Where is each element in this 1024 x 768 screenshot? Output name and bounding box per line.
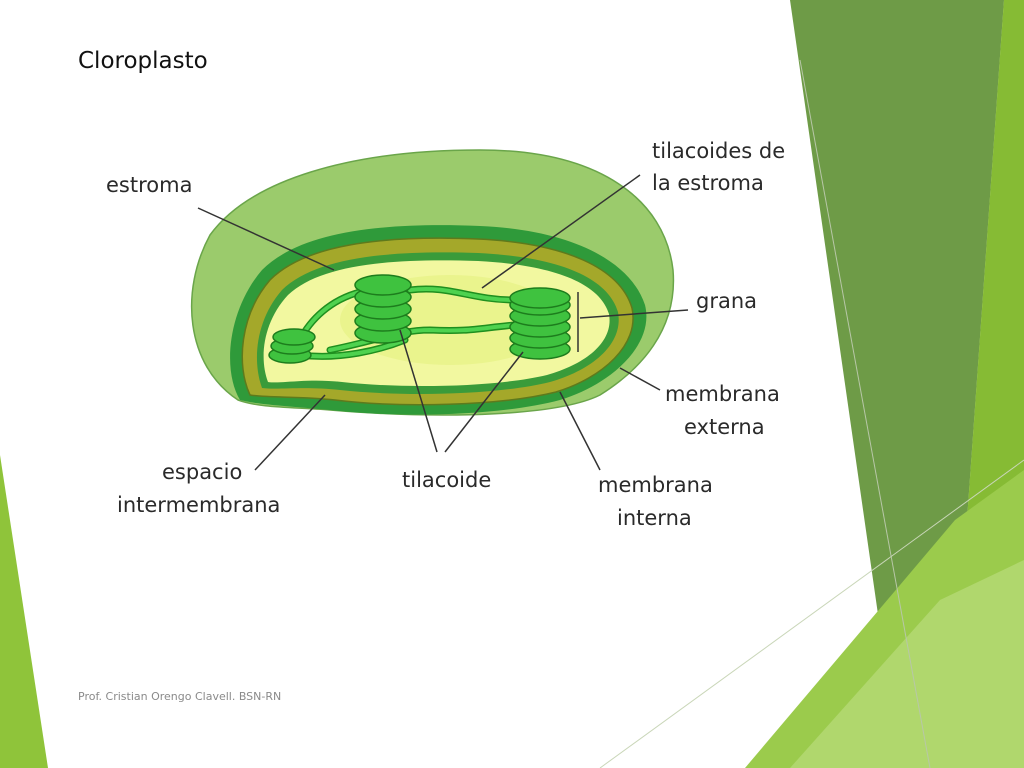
deco-thin-line <box>599 459 1024 768</box>
label-tilacoides-estroma-l2: la estroma <box>652 171 764 195</box>
label-grana: grana <box>696 289 757 313</box>
deco-thin-line <box>799 59 931 768</box>
leader-tilacoides-estroma <box>481 174 641 289</box>
granum-center <box>354 274 412 344</box>
leader-lines <box>197 174 689 471</box>
leader-espacio <box>254 394 326 471</box>
label-tilacoide: tilacoide <box>402 468 491 492</box>
label-espacio-l2: intermembrana <box>117 493 280 517</box>
leader-tilacoide-b <box>444 351 524 453</box>
label-membrana-interna-l1: membrana <box>598 473 713 497</box>
granum-right <box>509 287 571 360</box>
label-membrana-externa-l1: membrana <box>665 382 780 406</box>
label-espacio-l1: espacio <box>162 460 242 484</box>
label-membrana-externa-l2: externa <box>684 415 765 439</box>
slide-title: Cloroplasto <box>78 48 208 74</box>
leader-tilacoide-a <box>399 329 438 453</box>
leader-estroma <box>197 207 335 271</box>
leader-membrana-externa <box>619 367 661 391</box>
granum-small <box>268 328 316 364</box>
leader-membrana-interna <box>559 391 601 471</box>
label-membrana-interna-l2: interna <box>617 506 692 530</box>
leader-grana <box>579 309 689 319</box>
bottom-deco-shape-soft <box>790 560 1024 768</box>
label-estroma: estroma <box>106 173 192 197</box>
slide-footer: Prof. Cristian Orengo Clavell. BSN-RN <box>78 690 282 703</box>
left-deco-shape <box>0 455 48 768</box>
label-tilacoides-estroma-l1: tilacoides de <box>652 139 785 163</box>
